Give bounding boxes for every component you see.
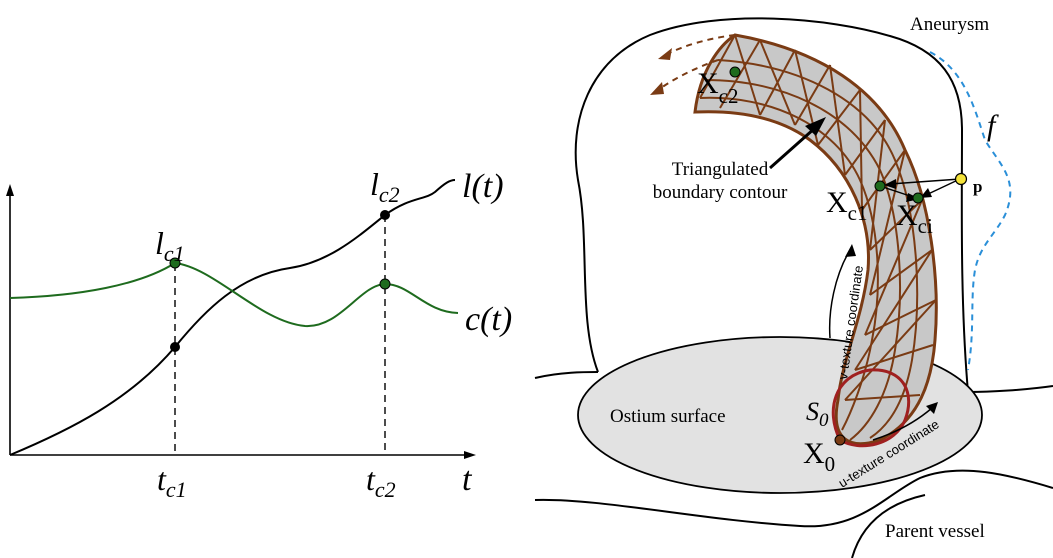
parent-vessel-wall (851, 494, 926, 558)
l-curve-label: l(t) (462, 168, 504, 205)
x0-point (834, 434, 846, 446)
x0-label: X0 (803, 437, 835, 476)
s0-label: S0 (806, 397, 829, 431)
xc1-label: Xc1 (826, 186, 868, 225)
c-curve (9, 261, 459, 328)
t-axis-arrow (464, 451, 476, 459)
p-point (954, 172, 968, 186)
f-curve (929, 51, 1012, 371)
c-at-tc2-point (379, 278, 391, 290)
s0-ring (831, 368, 911, 448)
tc2-label: tc2 (366, 461, 396, 502)
lc2-point (380, 210, 390, 220)
xc1-point (874, 180, 886, 192)
vessel-wall-right (967, 385, 1053, 393)
triangulated-pointer-line (769, 126, 816, 170)
tube-arrow-head-1 (658, 48, 672, 60)
parent-vessel-label: Parent vessel (885, 521, 985, 542)
t-axis-label: t (462, 461, 473, 498)
xc2-label: Xc2 (697, 67, 739, 108)
triangulated-pointer-arrow (805, 117, 826, 136)
p-label: p (973, 177, 982, 196)
ostium-label: Ostium surface (610, 406, 726, 427)
p-to-xc1-line (889, 178, 961, 185)
l-at-tc1-point (170, 342, 180, 352)
l-curve (9, 179, 456, 456)
triangulated-label-line1: Triangulated (672, 159, 769, 180)
u-texture-arrow (872, 407, 933, 441)
v-texture-arrow-head (845, 244, 856, 257)
lc1-point (169, 257, 181, 269)
tube-arrow-head-2 (650, 82, 664, 95)
v-texture-arrow (828, 249, 851, 339)
p-to-xci-arrow (920, 188, 932, 198)
vessel-wall-bottom (534, 469, 1053, 528)
xc2-point (729, 66, 741, 78)
right-diagram: Aneurysm f p Triangulated boundary conto… (534, 14, 1053, 558)
f-label: f (987, 109, 999, 142)
aneurysm-label: Aneurysm (910, 14, 989, 35)
triangulated-label-line2: boundary contour (653, 182, 788, 203)
tc1-label: tc1 (157, 461, 187, 502)
tube-mesh (699, 34, 937, 441)
xci-point (912, 192, 924, 204)
p-to-xci-line (925, 178, 961, 196)
u-texture-arrow-head (926, 402, 938, 414)
xci-label: Xci (896, 199, 933, 238)
c-curve-label: c(t) (465, 301, 512, 338)
y-axis-arrow (6, 184, 14, 196)
p-to-xc1-arrow (884, 179, 896, 189)
lc1-label: lc1 (155, 225, 185, 266)
lc2-label: lc2 (370, 166, 400, 207)
vessel-wall-left (534, 371, 599, 379)
left-plot: l(t) c(t) t lc1 lc2 tc1 tc2 (6, 166, 512, 502)
